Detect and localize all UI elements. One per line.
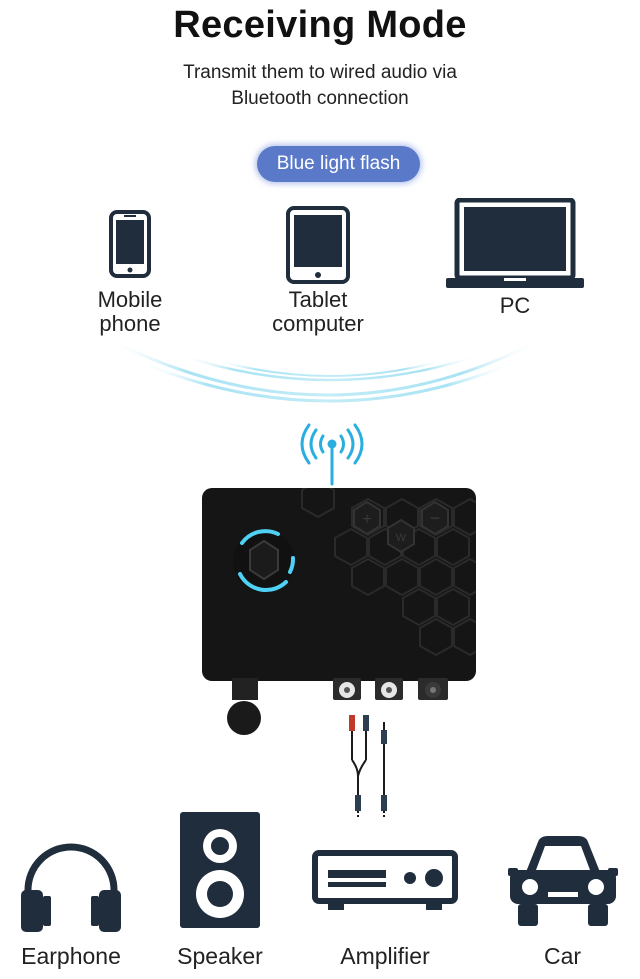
car-icon (507, 836, 618, 926)
source-label-line-2: computer (272, 311, 364, 336)
output-speaker: Speaker (160, 810, 280, 979)
output-earphone: Earphone (10, 838, 132, 979)
output-car: Car (500, 832, 625, 979)
tablet-icon (286, 206, 350, 284)
laptop-icon (446, 198, 584, 288)
status-badge: Blue light flash (257, 146, 420, 182)
output-label: Car (543, 943, 582, 969)
source-label-line-1: Tablet (288, 287, 348, 312)
source-label-line-1: PC (499, 293, 531, 318)
mobile-phone-icon (109, 210, 151, 278)
power-knob[interactable] (233, 529, 295, 593)
volume-down-button[interactable]: − (430, 508, 441, 528)
output-amplifier: Amplifier (310, 850, 460, 979)
antenna-icon (300, 423, 364, 486)
device-buttons (353, 500, 449, 554)
page-title: Receiving Mode (173, 4, 467, 46)
output-label: Speaker (177, 943, 263, 969)
output-label: Amplifier (340, 943, 430, 969)
headphones-icon (21, 843, 121, 932)
speaker-icon (180, 812, 260, 928)
source-label-line-2: phone (99, 311, 161, 336)
subtitle-line-2: Bluetooth connection (231, 88, 409, 109)
output-label: Earphone (21, 943, 121, 969)
source-label-line-1: Mobile (97, 287, 163, 312)
volume-up-button[interactable]: + (362, 511, 371, 528)
source-tablet: Tablet computer (248, 206, 388, 336)
amplifier-icon (312, 850, 458, 910)
bluetooth-receiver-device: + W − (202, 488, 476, 681)
mode-button[interactable]: W (396, 532, 407, 544)
page-subtitle: Transmit them to wired audio via Bluetoo… (0, 60, 640, 112)
source-pc: PC (440, 198, 590, 318)
source-mobile-phone: Mobile phone (70, 210, 190, 336)
subtitle-line-1: Transmit them to wired audio via (183, 62, 457, 83)
